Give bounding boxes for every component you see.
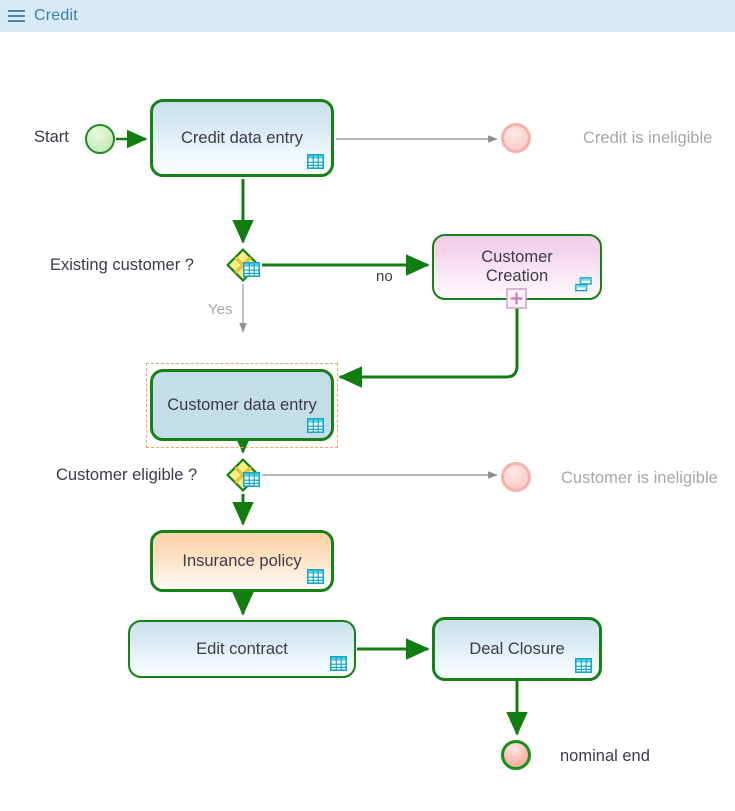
expand-plus-icon[interactable]	[506, 288, 527, 309]
edge-label-no: no	[376, 268, 393, 285]
diagram-canvas[interactable]: Start Credit data entry Credit is inelig…	[0, 32, 735, 811]
end-event-customer-ineligible[interactable]	[501, 462, 531, 492]
table-icon	[330, 656, 347, 671]
task-deal-closure[interactable]: Deal Closure	[432, 617, 602, 681]
end-event-customer-ineligible-label: Customer is ineligible	[561, 469, 718, 487]
end-event-nominal[interactable]	[501, 740, 531, 770]
task-label: Credit data entry	[181, 128, 303, 147]
page-title: Credit	[34, 7, 78, 24]
edge-customer-creation-to-customer-data-entry	[338, 302, 519, 388]
subprocess-icon	[575, 277, 592, 292]
hamburger-menu-icon[interactable]	[8, 9, 25, 23]
task-customer-data-entry[interactable]: Customer data entry	[150, 369, 334, 441]
gateway-existing-customer[interactable]	[226, 248, 260, 282]
task-label: Insurance policy	[182, 551, 302, 570]
end-event-nominal-label: nominal end	[560, 747, 650, 765]
task-insurance-policy[interactable]: Insurance policy	[150, 530, 334, 592]
task-edit-contract[interactable]: Edit contract	[128, 620, 356, 678]
start-event-label: Start	[34, 128, 69, 146]
table-icon	[307, 569, 324, 584]
task-customer-creation[interactable]: Customer Creation	[432, 234, 602, 309]
gateway-customer-eligible-label: Customer eligible ?	[56, 466, 198, 484]
start-event[interactable]	[85, 124, 115, 154]
task-label: Edit contract	[196, 639, 288, 658]
edge-label-yes: Yes	[208, 301, 233, 318]
task-credit-data-entry[interactable]: Credit data entry	[150, 99, 334, 177]
task-label: Customer Creation	[481, 248, 553, 285]
gateway-customer-eligible[interactable]	[226, 458, 260, 492]
app-header: Credit	[0, 0, 735, 32]
end-event-credit-ineligible[interactable]	[501, 123, 531, 153]
table-icon	[307, 154, 324, 169]
table-icon	[307, 418, 324, 433]
table-icon	[575, 658, 592, 673]
table-icon	[243, 472, 260, 487]
gateway-existing-customer-label: Existing customer ?	[50, 256, 194, 274]
end-event-credit-ineligible-label: Credit is ineligible	[583, 129, 713, 147]
task-label: Deal Closure	[469, 639, 565, 658]
table-icon	[243, 262, 260, 277]
task-label: Customer data entry	[167, 395, 317, 414]
